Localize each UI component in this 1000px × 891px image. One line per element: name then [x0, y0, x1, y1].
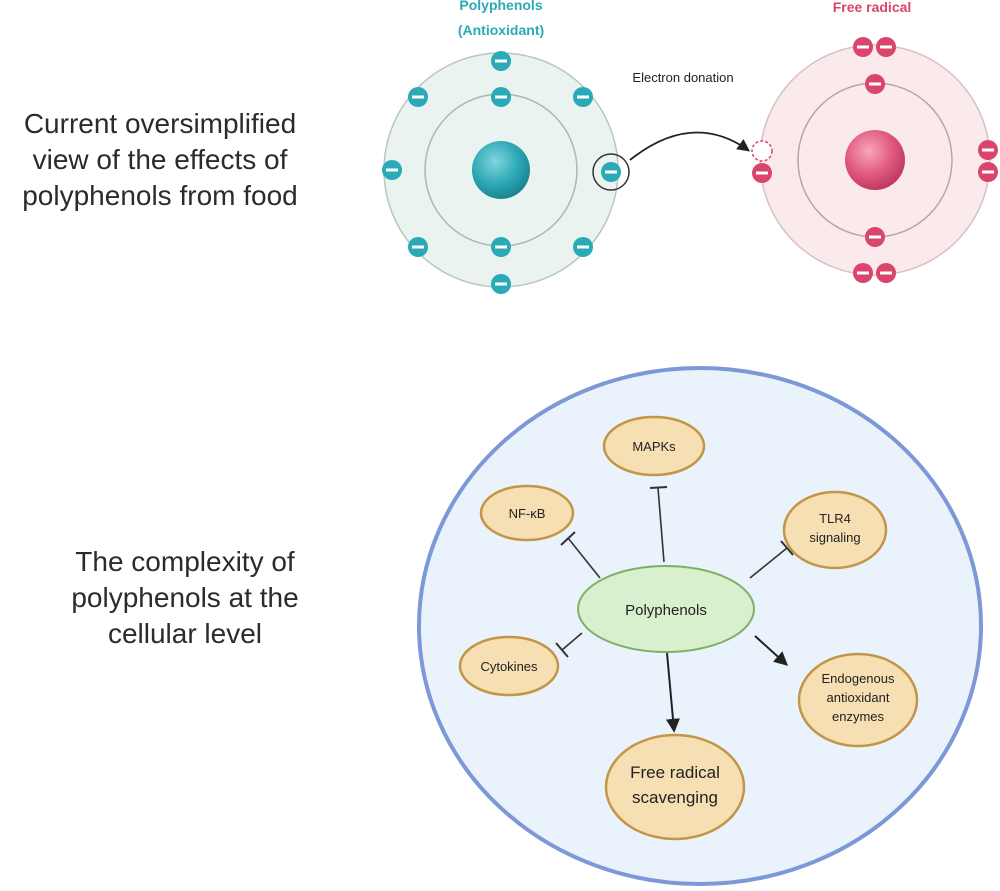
electron-icon [865, 74, 885, 94]
top-caption-line: view of the effects of [32, 144, 288, 175]
node-label: Cytokines [480, 659, 538, 674]
node-cytokines: Cytokines [458, 635, 560, 697]
node-label: MAPKs [632, 439, 676, 454]
node-label: Endogenous [821, 671, 895, 686]
electron-icon [573, 87, 593, 107]
electron-donation-label: Electron donation [632, 70, 733, 85]
node-label: NF-κB [509, 506, 546, 521]
electron-icon [865, 227, 885, 247]
inhibit-tlr4-line [749, 547, 788, 579]
bottom-caption-line: polyphenols at the [71, 582, 299, 613]
electron-icon [573, 237, 593, 257]
center-node-label: Polyphenols [625, 602, 707, 619]
node-label: Free radical [630, 763, 720, 782]
inhibit-nfkb-line [567, 537, 601, 579]
inhibit-tlr4-bar [780, 540, 794, 556]
electron-icon [876, 37, 896, 57]
electron-icon [491, 87, 511, 107]
inhibit-mapks-line [657, 487, 665, 563]
node-mapks: MAPKs [602, 415, 706, 477]
electron-icon [408, 87, 428, 107]
electron-icon [382, 160, 402, 180]
electron-donation-arrow [629, 131, 751, 161]
electron-icon [408, 237, 428, 257]
inhibit-mapks-bar [649, 486, 668, 489]
electron-icon [491, 51, 511, 71]
electron-icon [978, 140, 998, 160]
node-label: enzymes [832, 709, 885, 724]
node-endogenous-enzymes: Endogenous antioxidant enzymes [797, 652, 919, 748]
antioxidant-electrons [382, 51, 630, 294]
inhibit-cytokines-bar [555, 642, 569, 658]
activate-endogenous-arrow [754, 635, 789, 666]
node-free-radical-scavenging: Free radical scavenging [604, 733, 746, 841]
donated-electron-icon [592, 153, 630, 191]
node-label: TLR4 [819, 511, 851, 526]
electron-icon [853, 263, 873, 283]
polyphenols-center-node: Polyphenols [577, 565, 755, 653]
top-caption: Current oversimplified view of the effec… [0, 106, 320, 214]
bottom-caption: The complexity of polyphenols at the cel… [30, 544, 340, 652]
free-radical-label: Free radical [833, 0, 912, 15]
top-caption-line: polyphenols from food [22, 180, 298, 211]
radical-nucleus [845, 130, 905, 190]
top-caption-line: Current oversimplified [23, 108, 297, 139]
bottom-caption-line: cellular level [107, 618, 263, 649]
node-label: scavenging [632, 788, 718, 807]
node-label: antioxidant [827, 690, 890, 705]
antioxidant-label-sub: (Antioxidant) [458, 22, 544, 38]
missing-electron-icon [751, 140, 773, 162]
electron-icon [978, 162, 998, 182]
antioxidant-nucleus [472, 141, 530, 199]
inhibit-nfkb-bar [560, 531, 576, 546]
electron-icon [876, 263, 896, 283]
activate-scavenging-arrow [666, 652, 680, 733]
node-label: signaling [809, 530, 860, 545]
connectors [555, 486, 794, 733]
antioxidant-label: Polyphenols [459, 0, 542, 13]
electron-icon [752, 163, 772, 183]
electron-icon [853, 37, 873, 57]
inhibit-cytokines-line [561, 632, 583, 651]
node-nfkb: NF-κB [479, 484, 575, 542]
electron-icon [491, 274, 511, 294]
node-tlr4: TLR4 signaling [782, 490, 888, 570]
radical-electrons [751, 37, 998, 283]
bottom-caption-line: The complexity of [75, 546, 295, 577]
electron-icon [491, 237, 511, 257]
